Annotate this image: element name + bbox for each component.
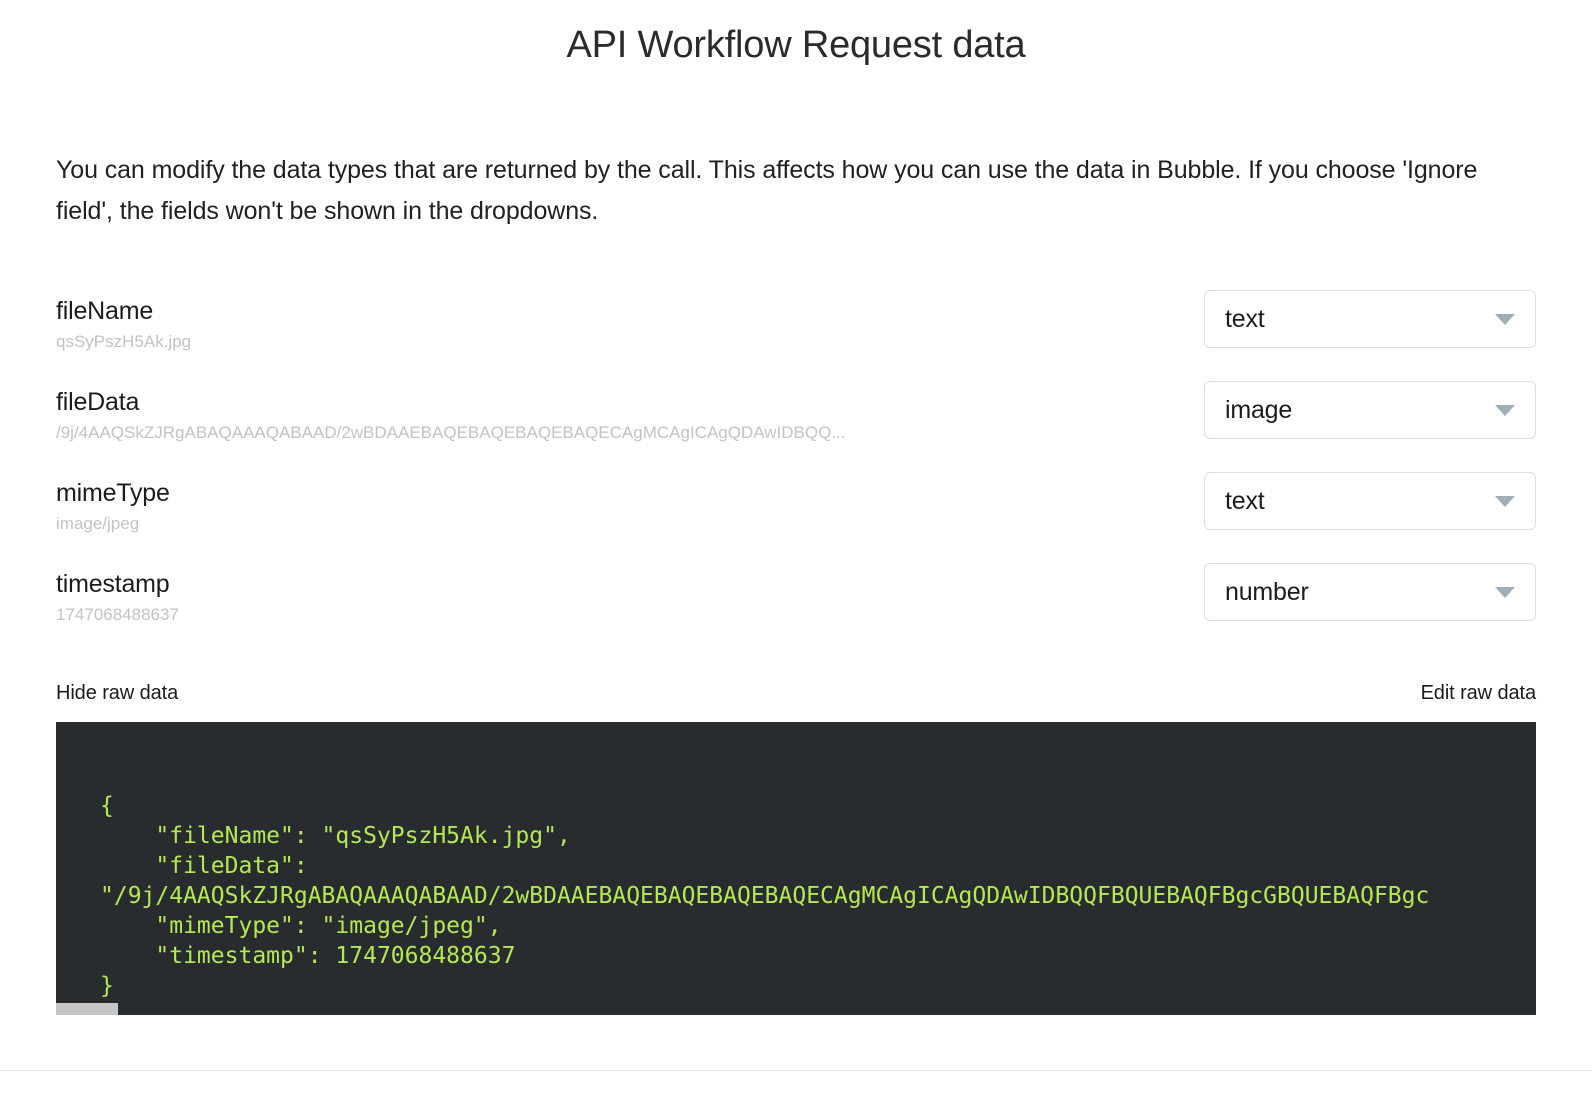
field-row-mimetype: mimeType image/jpeg text [56, 472, 1536, 563]
field-row-timestamp: timestamp 1747068488637 number [56, 563, 1536, 654]
raw-data-json: { "fileName": "qsSyPszH5Ak.jpg", "fileDa… [100, 793, 1430, 999]
horizontal-scrollbar-thumb[interactable] [56, 1003, 118, 1015]
field-type-select-filename[interactable]: text [1204, 290, 1536, 348]
field-key: timestamp [56, 570, 170, 598]
field-key: fileData [56, 388, 140, 416]
field-list: fileName qsSyPszH5Ak.jpg text fileData /… [56, 290, 1536, 654]
page-title: API Workflow Request data [566, 24, 1026, 66]
chevron-down-icon [1495, 404, 1515, 416]
chevron-down-icon [1495, 586, 1515, 598]
field-key: fileName [56, 297, 154, 325]
edit-raw-data-link[interactable]: Edit raw data [1420, 682, 1537, 704]
field-sample-value: /9j/4AAQSkZJRgABAQAAAQABAAD/2wBDAAEBAQEB… [56, 423, 846, 442]
field-key: mimeType [56, 479, 170, 507]
field-type-select-timestamp[interactable]: number [1204, 563, 1536, 621]
raw-data-toolbar: Hide raw data Edit raw data [56, 682, 1536, 705]
field-sample-value: qsSyPszH5Ak.jpg [56, 332, 192, 351]
field-type-select-filedata[interactable]: image [1204, 381, 1536, 439]
chevron-down-icon [1495, 313, 1515, 325]
field-info: fileName qsSyPszH5Ak.jpg [56, 290, 1204, 355]
main-content: You can modify the data types that are r… [0, 150, 1592, 1015]
field-info: fileData /9j/4AAQSkZJRgABAQAAAQABAAD/2wB… [56, 381, 1204, 446]
field-info: timestamp 1747068488637 [56, 563, 1204, 628]
footer-divider [0, 1070, 1592, 1071]
field-type-value: text [1225, 487, 1265, 515]
field-sample-value: 1747068488637 [56, 605, 179, 624]
field-info: mimeType image/jpeg [56, 472, 1204, 537]
field-type-value: text [1225, 305, 1265, 333]
raw-data-code-block: { "fileName": "qsSyPszH5Ak.jpg", "fileDa… [56, 722, 1536, 1015]
field-row-filename: fileName qsSyPszH5Ak.jpg text [56, 290, 1536, 381]
horizontal-scrollbar[interactable] [56, 1003, 1536, 1015]
hide-raw-data-link[interactable]: Hide raw data [56, 682, 179, 704]
field-type-value: image [1225, 396, 1293, 424]
intro-description: You can modify the data types that are r… [56, 156, 1478, 225]
chevron-down-icon [1495, 495, 1515, 507]
field-type-select-mimetype[interactable]: text [1204, 472, 1536, 530]
field-sample-value: image/jpeg [56, 514, 140, 533]
field-row-filedata: fileData /9j/4AAQSkZJRgABAQAAAQABAAD/2wB… [56, 381, 1536, 472]
field-type-value: number [1225, 578, 1309, 606]
